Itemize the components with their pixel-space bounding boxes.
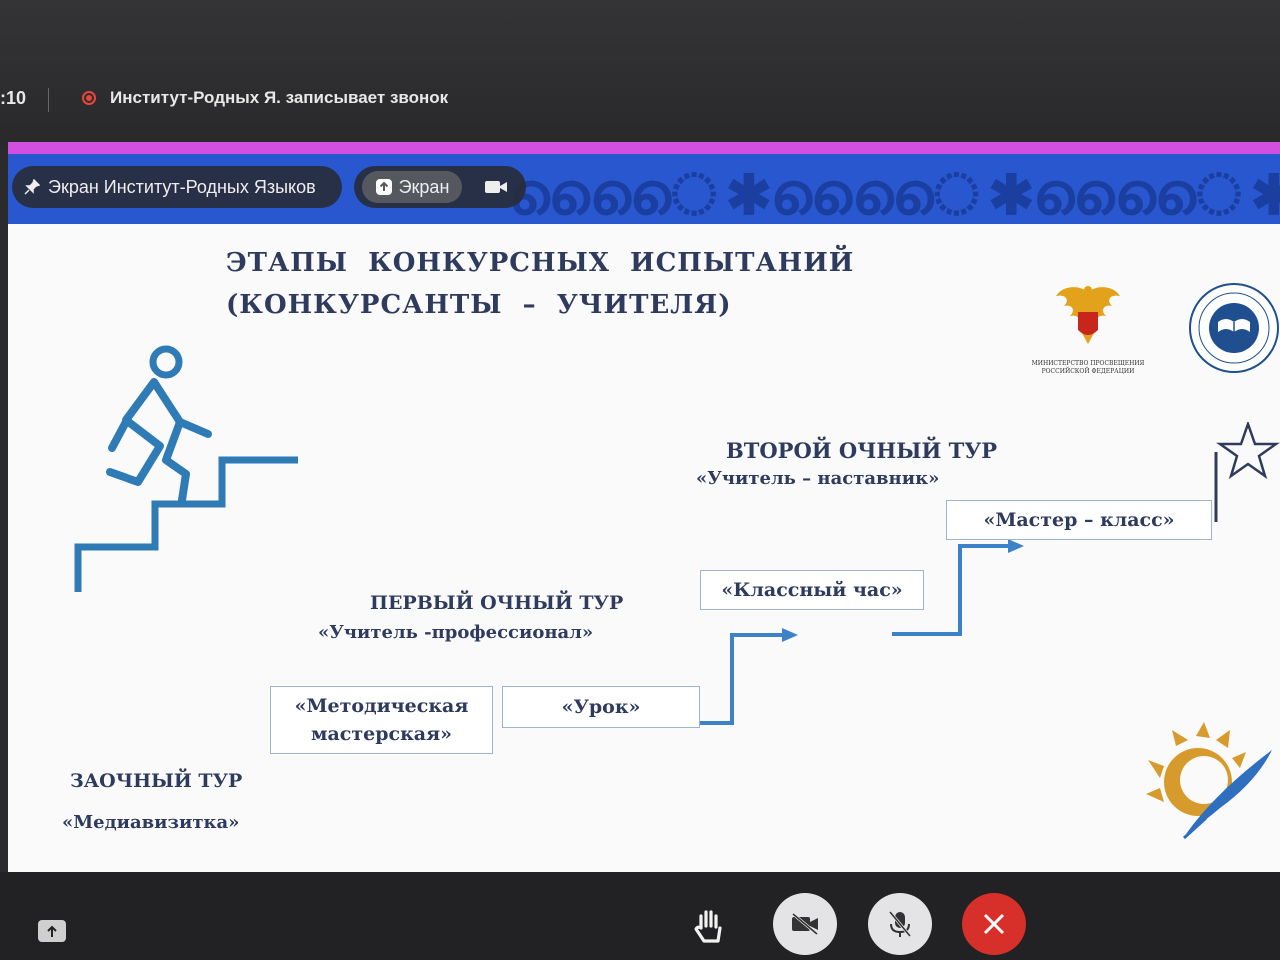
institute-seal-icon [1189, 283, 1279, 373]
screen-button-label: Экран [398, 176, 450, 197]
end-call-button[interactable] [962, 893, 1026, 955]
box-metod-line-1: «Методическая [294, 695, 469, 717]
mic-off-icon [888, 911, 912, 937]
presenter-chip[interactable]: Экран Институт-Родных Языков [12, 166, 342, 208]
camera-icon[interactable] [484, 178, 508, 196]
box-master-klass: «Мастер – класс» [946, 500, 1212, 540]
contest-logo-icon [1146, 722, 1272, 840]
mic-toggle-button[interactable] [868, 893, 932, 955]
slide-title: ЭТАПЫ КОНКУРСНЫХ ИСПЫТАНИЙ (КОНКУРСАНТЫ … [226, 242, 854, 326]
close-icon [983, 913, 1005, 935]
screen-controls-chip: Экран [354, 166, 526, 208]
camera-toggle-button[interactable] [773, 893, 837, 955]
first-tour-title: ПЕРВЫЙ ОЧНЫЙ ТУР [370, 592, 624, 614]
box-klassny-chas: «Классный час» [700, 570, 924, 610]
ministry-emblem-icon [1056, 286, 1120, 344]
box-metod-masterskaya: «Методическая мастерская» [270, 686, 493, 754]
star-flag-icon [1214, 422, 1280, 522]
box-metod-line-2: мастерская» [310, 723, 453, 745]
ministry-caption: МИНИСТЕРСТВО ПРОСВЕЩЕНИЯ РОССИЙСКОЙ ФЕДЕ… [1031, 360, 1145, 375]
call-timer: :10 [0, 88, 27, 108]
share-screen-icon [375, 179, 392, 195]
screen-button[interactable]: Экран [362, 171, 462, 203]
title-line-2: (КОНКУРСАНТЫ – УЧИТЕЛЯ) [226, 290, 732, 320]
first-tour-subtitle: «Учитель -профессионал» [318, 622, 594, 643]
title-line-1: ЭТАПЫ КОНКУРСНЫХ ИСПЫТАНИЙ [226, 248, 855, 278]
zaochny-tour-item: «Медиавизитка» [62, 812, 240, 833]
divider [48, 88, 49, 112]
upload-icon [47, 925, 57, 937]
pin-icon [24, 179, 40, 195]
shared-slide: ൈൈ✱ൈൈ✱ൈൈ✱ൈൈ Экран Институт-Родных Языков… [8, 142, 1280, 872]
second-tour-subtitle: «Учитель – наставник» [696, 468, 940, 489]
second-tour-title: ВТОРОЙ ОЧНЫЙ ТУР [726, 438, 998, 463]
upload-button[interactable] [38, 920, 66, 942]
call-top-bar: :10 Институт-Родных Я. записывает звонок [0, 0, 1280, 145]
camera-off-icon [792, 913, 818, 935]
zaochny-tour-title: ЗАОЧНЫЙ ТУР [70, 770, 243, 792]
presenter-label: Экран Институт-Родных Языков [48, 176, 316, 197]
call-controls-bar [0, 872, 1280, 960]
hand-icon[interactable] [692, 908, 726, 944]
ornament-decoration: ൈൈ✱ൈൈ✱ൈൈ✱ൈൈ [508, 160, 1280, 224]
recording-icon [82, 91, 96, 105]
box-urok: «Урок» [502, 686, 700, 728]
recording-status: Институт-Родных Я. записывает звонок [110, 88, 449, 107]
stairs-runner-icon [74, 345, 298, 592]
